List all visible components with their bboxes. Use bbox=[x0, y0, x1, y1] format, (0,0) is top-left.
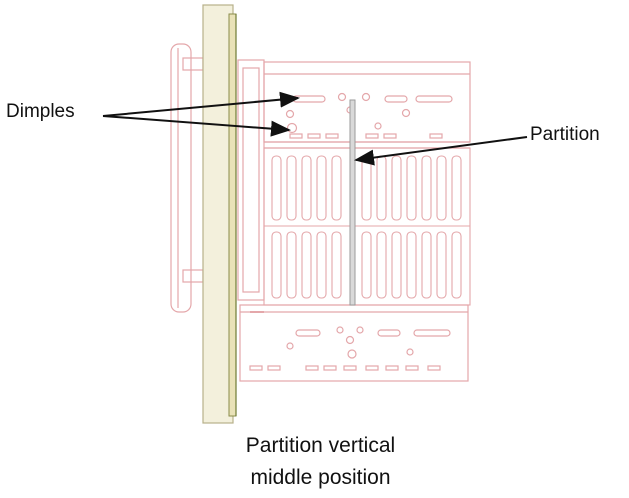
fin-slot bbox=[421, 155, 432, 221]
fin-block bbox=[263, 147, 471, 306]
mounting-plate bbox=[202, 4, 237, 424]
fin-slot bbox=[331, 155, 342, 221]
fin-slot bbox=[331, 231, 342, 299]
fin-slot bbox=[451, 155, 462, 221]
fin-slot bbox=[391, 155, 402, 221]
lower-housing bbox=[239, 304, 469, 382]
fin-slot bbox=[376, 231, 387, 299]
fin-slot bbox=[301, 155, 312, 221]
fin-slot bbox=[271, 231, 282, 299]
partition-label: Partition bbox=[530, 124, 600, 145]
fin-slot bbox=[286, 155, 297, 221]
fin-slot bbox=[286, 231, 297, 299]
figure-caption-line-1: Partition vertical bbox=[245, 434, 396, 457]
upper-housing bbox=[263, 61, 471, 149]
fin-slot bbox=[361, 155, 372, 221]
dimples-label: Dimples bbox=[6, 101, 75, 122]
flange bbox=[237, 59, 265, 301]
fin-row-upper bbox=[271, 155, 462, 221]
fin-slot bbox=[301, 231, 312, 299]
fin-slot bbox=[376, 155, 387, 221]
fin-slot bbox=[451, 231, 462, 299]
partition-plate bbox=[349, 99, 356, 306]
fin-slot bbox=[271, 155, 282, 221]
fin-slot bbox=[406, 231, 417, 299]
fin-slot bbox=[421, 231, 432, 299]
fin-slot bbox=[406, 155, 417, 221]
partition-arrow bbox=[354, 136, 528, 166]
fin-slot bbox=[391, 231, 402, 299]
fin-row-lower bbox=[271, 231, 462, 299]
fin-slot bbox=[436, 155, 447, 221]
fin-slot bbox=[316, 231, 327, 299]
side-tube bbox=[170, 43, 204, 313]
dimples-arrow-lower bbox=[102, 115, 291, 137]
annotation-arrows bbox=[102, 91, 528, 166]
fin-slot bbox=[361, 231, 372, 299]
fin-slot bbox=[436, 231, 447, 299]
figure-caption-line-2: middle position bbox=[250, 466, 391, 489]
dimples-arrow-upper bbox=[102, 91, 300, 117]
fin-slot bbox=[316, 155, 327, 221]
